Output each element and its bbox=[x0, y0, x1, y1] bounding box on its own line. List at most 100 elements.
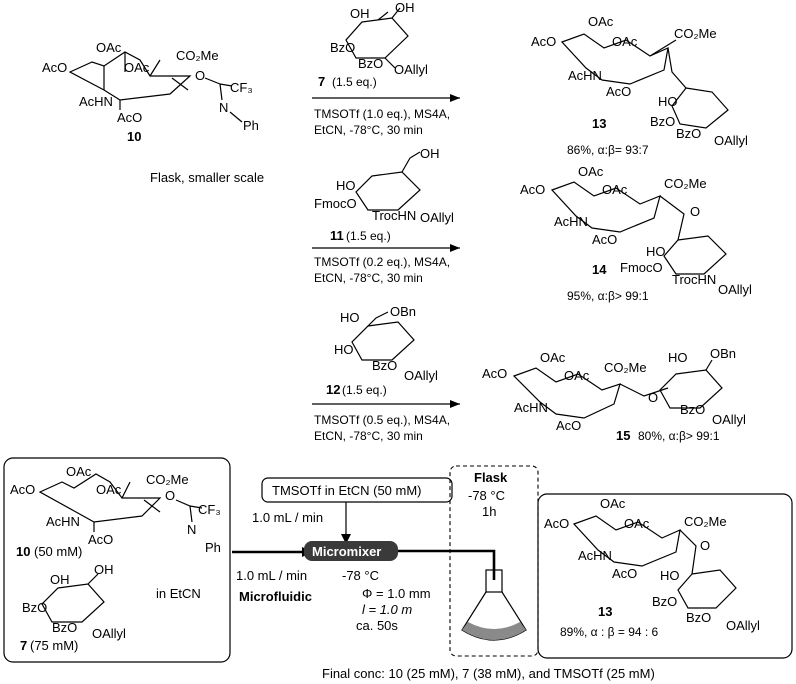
reaction-1-arrowhead bbox=[450, 94, 460, 102]
ph-label: Ph bbox=[243, 118, 259, 133]
trochn-label: TrocHN bbox=[372, 208, 416, 223]
product-box bbox=[537, 493, 793, 659]
ho-label-13: HO bbox=[658, 94, 678, 109]
oac-label-fb: OAc bbox=[96, 482, 122, 497]
achn-label-13: AcHN bbox=[568, 68, 602, 83]
aco-label-15b: AcO bbox=[556, 418, 581, 433]
oallyl-label-13: OAllyl bbox=[714, 133, 748, 148]
bzo-label-15: BzO bbox=[680, 402, 705, 417]
donor-10-flow-structure: AcO OAc OAc CO₂Me O CF₃ N Ph AcHN AcO bbox=[10, 464, 221, 555]
flask-label: Flask bbox=[474, 470, 508, 485]
oac-label-15a: OAc bbox=[540, 350, 566, 365]
oallyl-label: OAllyl bbox=[394, 62, 428, 77]
flow-phi: Φ = 1.0 mm bbox=[362, 586, 431, 601]
aco-label-14: AcO bbox=[520, 182, 545, 197]
flow-acceptor-conc: (75 mM) bbox=[30, 638, 78, 653]
oac-label-15b: OAc bbox=[564, 368, 590, 383]
flow-time: ca. 50s bbox=[356, 618, 398, 633]
aco-label-2: AcO bbox=[117, 110, 142, 125]
ho-label-11: HO bbox=[336, 178, 356, 193]
oallyl-label-12: OAllyl bbox=[404, 368, 438, 383]
bzo-label-fa: BzO bbox=[22, 600, 47, 615]
reaction-1-equiv: (1.5 eq.) bbox=[332, 75, 377, 89]
bzo-label-fb: BzO bbox=[52, 620, 77, 635]
flask-temp: -78 °C bbox=[468, 488, 505, 503]
co2me-label-p: CO₂Me bbox=[684, 514, 727, 529]
aco-label: AcO bbox=[42, 60, 67, 75]
reaction-1-conditions-1: TMSOTf (1.0 eq.), MS4A, bbox=[314, 107, 450, 121]
ho-label-12b: HO bbox=[334, 342, 354, 357]
acceptor-12-structure: OBn HO HO BzO OAllyl bbox=[334, 304, 438, 383]
flask-box bbox=[449, 465, 539, 657]
oallyl-label-p: OAllyl bbox=[726, 618, 760, 633]
co2me-label-f: CO₂Me bbox=[146, 472, 189, 487]
flask-smaller-scale-label: Flask, smaller scale bbox=[150, 170, 264, 185]
compound-10-number: 10 bbox=[127, 129, 141, 144]
n-label: N bbox=[219, 100, 228, 115]
co2me-label-15: CO₂Me bbox=[604, 360, 647, 375]
reaction-3-arrowhead bbox=[450, 400, 460, 408]
aco-label-p: AcO bbox=[544, 516, 569, 531]
micromixer-label: Micromixer bbox=[312, 544, 381, 559]
in-etcn-label: in EtCN bbox=[156, 586, 201, 601]
flow-temp: -78 °C bbox=[342, 568, 379, 583]
achn-label-p: AcHN bbox=[578, 548, 612, 563]
outlet-tube bbox=[398, 549, 496, 580]
oac-label-2: OAc bbox=[124, 60, 150, 75]
oh-label-f: OH bbox=[50, 572, 70, 587]
flow-acceptor-number: 7 bbox=[20, 638, 27, 653]
achn-label-14: AcHN bbox=[554, 214, 588, 229]
reaction-2-conditions-2: EtCN, -78°C, 30 min bbox=[314, 271, 423, 285]
o-label: O bbox=[195, 68, 205, 83]
cf3-label-f: CF₃ bbox=[198, 502, 221, 517]
bzo-label-13b: BzO bbox=[676, 126, 701, 141]
reaction-3-conditions-1: TMSOTf (0.5 eq.), MS4A, bbox=[314, 413, 450, 427]
oac-label-fa: OAc bbox=[66, 464, 92, 479]
flask-icon bbox=[461, 569, 527, 641]
flow-donor-conc: (50 mM) bbox=[34, 544, 82, 559]
product-15-number: 15 bbox=[616, 428, 630, 443]
tmsotf-reagent-label: TMSOTf in EtCN (50 mM) bbox=[272, 483, 422, 498]
micromixer-box bbox=[304, 541, 398, 561]
bzo-label: BzO bbox=[330, 40, 355, 55]
product-13-result: 86%, α:β= 93:7 bbox=[567, 143, 649, 157]
reaction-1-conditions-2: EtCN, -78°C, 30 min bbox=[314, 123, 423, 137]
reaction-2-conditions-1: TMSOTf (0.2 eq.), MS4A, bbox=[314, 255, 450, 269]
flow-rate-top: 1.0 mL / min bbox=[252, 510, 323, 525]
acceptor-12-number: 12 bbox=[326, 382, 340, 397]
obn-label-12: OBn bbox=[390, 304, 416, 319]
oallyl-label-f: OAllyl bbox=[92, 626, 126, 641]
oac-label-pa: OAc bbox=[600, 496, 626, 511]
cf3-label: CF₃ bbox=[230, 80, 253, 95]
aco-label-pb: AcO bbox=[612, 566, 637, 581]
co2me-label-13: CO₂Me bbox=[674, 26, 717, 41]
product-13-flow-structure: AcO OAc OAc CO₂Me O AcHN AcO HO BzO BzO … bbox=[544, 496, 760, 633]
obn-label-15: OBn bbox=[710, 346, 736, 361]
ho-label-12a: HO bbox=[340, 310, 360, 325]
o-label-15: O bbox=[648, 390, 658, 405]
bzo-label-pa: BzO bbox=[652, 594, 677, 609]
ho-label-p: HO bbox=[660, 568, 680, 583]
reagent-box bbox=[3, 457, 231, 663]
bzo-label-pb: BzO bbox=[686, 610, 711, 625]
achn-label-f: AcHN bbox=[46, 514, 80, 529]
microfluidic-label: Microfluidic bbox=[239, 589, 312, 604]
reaction-3-equiv: (1.5 eq.) bbox=[342, 383, 387, 397]
aco-label-15: AcO bbox=[482, 366, 507, 381]
achn-label-15: AcHN bbox=[514, 400, 548, 415]
ph-label-f: Ph bbox=[205, 540, 221, 555]
fmoco-label-14: FmocO bbox=[620, 260, 663, 275]
acceptor-11-number: 11 bbox=[330, 228, 344, 243]
aco-label-fb: AcO bbox=[88, 532, 113, 547]
flow-product-result: 89%, α : β = 94 : 6 bbox=[560, 625, 659, 639]
n-label-f: N bbox=[187, 522, 196, 537]
trochn-label-14: TrocHN bbox=[672, 272, 716, 287]
bzo-label-13a: BzO bbox=[650, 114, 675, 129]
ho-label-15: HO bbox=[668, 350, 688, 365]
donor-10-structure: AcO OAc OAc CO₂Me O CF₃ N Ph AcHN AcO 10 bbox=[42, 40, 259, 144]
product-14-number: 14 bbox=[592, 262, 607, 277]
reaction-2-arrowhead bbox=[450, 244, 460, 252]
aco-label-13: AcO bbox=[531, 34, 556, 49]
reaction-3-conditions-2: EtCN, -78°C, 30 min bbox=[314, 429, 423, 443]
